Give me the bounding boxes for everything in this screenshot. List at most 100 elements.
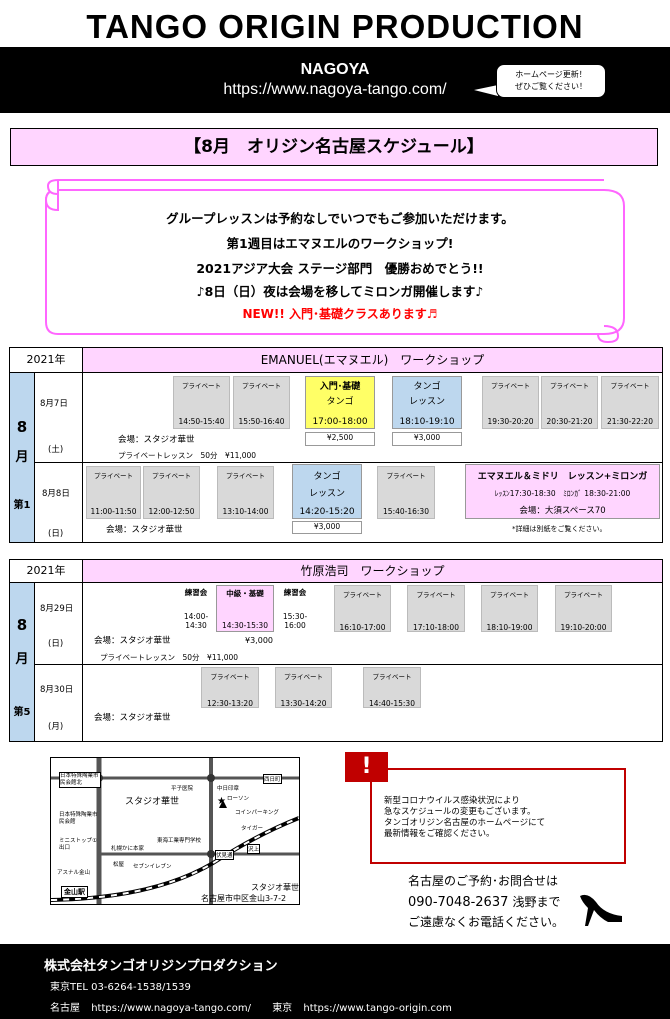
- map-label: 沢上: [247, 844, 261, 854]
- nagoya-url[interactable]: https://www.nagoya-tango.com/: [91, 1003, 251, 1014]
- studio-star-icon: ★: [217, 796, 226, 807]
- map-label: 西日町: [263, 774, 282, 784]
- schedule-week5: [9, 559, 663, 742]
- tokyo-url[interactable]: https://www.tango-origin.com: [303, 1003, 452, 1014]
- brand-title: TANGO ORIGIN PRODUCTION: [86, 8, 584, 45]
- map-label: 日本特殊陶業市民会館: [59, 812, 98, 825]
- footer-tel: 東京TEL 03-6264-1538/1539: [50, 982, 191, 993]
- week5-day1-dow: (日): [48, 639, 64, 649]
- note-1: グループレッスンは予約なしでいつでもご参加いただけます。: [166, 211, 514, 226]
- week5-private-note: プライベートレッスン 50分 ¥11,000: [100, 653, 239, 662]
- contact-line-1: 名古屋のご予約･お問合せは: [408, 874, 559, 888]
- city-name: NAGOYA: [300, 61, 370, 78]
- footer: 株式会社タンゴオリジンプロダクション 東京TEL 03-6264-1538/15…: [0, 944, 670, 1019]
- station-label: 金山駅: [61, 886, 88, 898]
- week1-week-label: 第1: [13, 500, 31, 511]
- tokyo-label: 東京: [272, 1003, 293, 1014]
- week1-month-unit: 月: [15, 450, 29, 465]
- notice-box: [370, 768, 626, 864]
- footer-links: 名古屋 https://www.nagoya-tango.com/ 東京 htt…: [50, 999, 452, 1014]
- week1-day2-dow: (日): [48, 529, 64, 539]
- week5-header: 竹原浩司 ワークショップ: [82, 560, 662, 582]
- divider: [34, 373, 35, 543]
- week1-day1-dow: (土): [48, 445, 64, 455]
- week1-row1-venue: 会場：スタジオ華世: [118, 435, 195, 445]
- week5-day1-date: 8月29日: [40, 604, 74, 614]
- tango-lesson-price: ¥3,000: [392, 432, 462, 446]
- bubble-line-2: ぜひご覧ください！: [515, 82, 587, 91]
- scroll-shape: [45, 179, 625, 344]
- map-caption: スタジオ華世: [251, 883, 299, 892]
- access-map: 日本特殊陶業市民会館北 日本特殊陶業市民会館 ミニストップ①出口 札幌かに本家 …: [50, 757, 300, 905]
- alert-icon: !: [345, 752, 388, 782]
- contact-phone[interactable]: 090-7048-2637: [408, 895, 509, 910]
- divider: [34, 462, 663, 463]
- map-label: アスナル金山: [57, 870, 91, 876]
- week1-month-column: [10, 373, 34, 542]
- week5-row2-venue: 会場：スタジオ華世: [94, 713, 171, 723]
- week5-day2-date: 8月30日: [40, 685, 74, 695]
- page-title: 【8月 オリジン名古屋スケジュール】: [10, 128, 658, 166]
- note-3: 2021アジア大会 ステージ部門 優勝おめでとう!!: [196, 261, 484, 276]
- divider: [9, 582, 663, 583]
- map-label: タイガー: [241, 826, 264, 832]
- week5-month-unit: 月: [15, 652, 29, 667]
- week1-month: 8: [16, 418, 28, 436]
- note-2: 第1週目はエマヌエルのワークショップ!: [226, 236, 454, 251]
- week5-month-column: [10, 583, 34, 741]
- basic-tango-price: ¥2,500: [305, 432, 375, 446]
- company-name: 株式会社タンゴオリジンプロダクション: [44, 959, 278, 974]
- contact-phone-row: 090-7048-2637 浅野まで: [408, 893, 561, 910]
- map-label: 東海工業専門学校: [157, 838, 202, 844]
- map-label: 日本特殊陶業市民会館北: [59, 772, 101, 788]
- speech-bubble: ホームページ更新！ ぜひご覧ください！: [496, 64, 606, 98]
- note-new: NEW!! 入門･基礎クラスあります♬: [242, 307, 438, 321]
- website-link[interactable]: https://www.nagoya-tango.com/: [223, 81, 447, 98]
- map-label: コインパーキング: [235, 810, 279, 816]
- divider: [34, 583, 35, 742]
- map-label: ローソン: [227, 796, 250, 802]
- week5-month: 8: [16, 616, 28, 634]
- divider: [82, 583, 83, 742]
- week1-day1-date: 8月7日: [40, 399, 68, 409]
- map-label: 札幌かに本家: [111, 846, 145, 852]
- map-label: 平子医院: [171, 786, 194, 792]
- week5-year: 2021年: [26, 564, 66, 577]
- milonga-event[interactable]: エマヌエル＆ミドリ レッスン+ミロンガﾚｯｽﾝ17:30-18:30 ﾐﾛﾝｶﾞ…: [465, 464, 660, 519]
- details-note: *詳細は別紙をご覧ください。: [512, 525, 607, 533]
- map-label: 松屋: [113, 862, 125, 868]
- intermediate-price: ¥3,000: [245, 636, 273, 645]
- contact-person: 浅野まで: [512, 895, 561, 909]
- note-4: ♪8日（日）夜は会場を移してミロンガ開催します♪: [196, 284, 484, 299]
- high-heel-icon: [580, 894, 622, 926]
- divider: [9, 372, 663, 373]
- map-label: 伏見通: [215, 850, 234, 860]
- tango-lesson-price: ¥3,000: [292, 521, 362, 534]
- week5-day2-dow: (月): [48, 722, 64, 732]
- speech-bubble-tail: [474, 85, 498, 96]
- divider: [34, 664, 663, 665]
- map-label: 中日印章: [217, 786, 240, 792]
